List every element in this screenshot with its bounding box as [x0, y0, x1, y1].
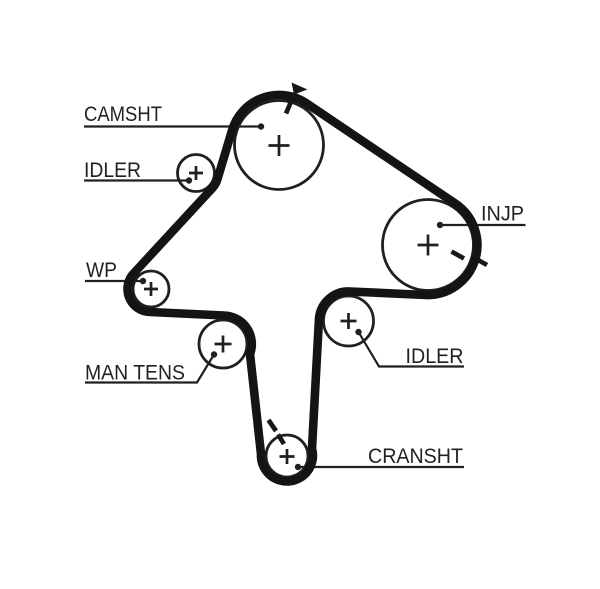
idler-upper-left-label: IDLER: [84, 159, 141, 182]
idler-upper-left-leader-dot: [185, 177, 193, 184]
manual-tensioner-label: MAN TENS: [85, 362, 185, 385]
crankshaft-center-cross-icon: [279, 449, 295, 464]
injection-pump-center-cross-icon: [417, 234, 439, 256]
crankshaft-timing-mark-outer-icon: [266, 418, 278, 433]
water-pump-leader-dot: [139, 277, 147, 285]
crankshaft-label: CRANSHT: [368, 445, 463, 468]
camshaft-center-cross-icon: [268, 135, 290, 156]
pulley-labels: CAMSHT IDLER WP MAN TENS CRANSHT IDLER I…: [84, 103, 524, 468]
idler-upper-left-center-cross-icon: [189, 166, 203, 180]
camshaft-label: CAMSHT: [84, 103, 162, 126]
injection-pump-leader-dot: [436, 221, 444, 229]
leader-dots: [139, 123, 444, 471]
water-pump-center-cross-icon: [144, 282, 158, 296]
manual-tensioner-leader-line: [85, 353, 215, 384]
injection-pump-label: INJP: [481, 203, 524, 226]
idler-lower-right-leader-line: [357, 331, 464, 368]
pulley-center-crosses: [144, 135, 439, 464]
injection-pump-timing-mark-inner-icon: [450, 249, 466, 261]
crankshaft-leader-dot: [294, 463, 302, 471]
manual-tensioner-center-cross-icon: [214, 335, 232, 353]
camshaft-timing-mark-icon: [283, 99, 294, 115]
water-pump-label: WP: [86, 259, 117, 282]
manual-tensioner-leader-dot: [210, 351, 218, 358]
idler-lower-right-leader-dot: [355, 328, 362, 336]
idler-lower-right-label: IDLER: [406, 345, 464, 368]
camshaft-leader-dot: [257, 123, 265, 130]
pulley-circles: [131, 99, 475, 479]
rotation-direction-arrow-icon: [291, 82, 308, 95]
timing-belt: [123, 90, 482, 486]
idler-lower-right-center-cross-icon: [340, 313, 357, 329]
crankshaft-timing-mark-inner-icon: [276, 433, 286, 446]
